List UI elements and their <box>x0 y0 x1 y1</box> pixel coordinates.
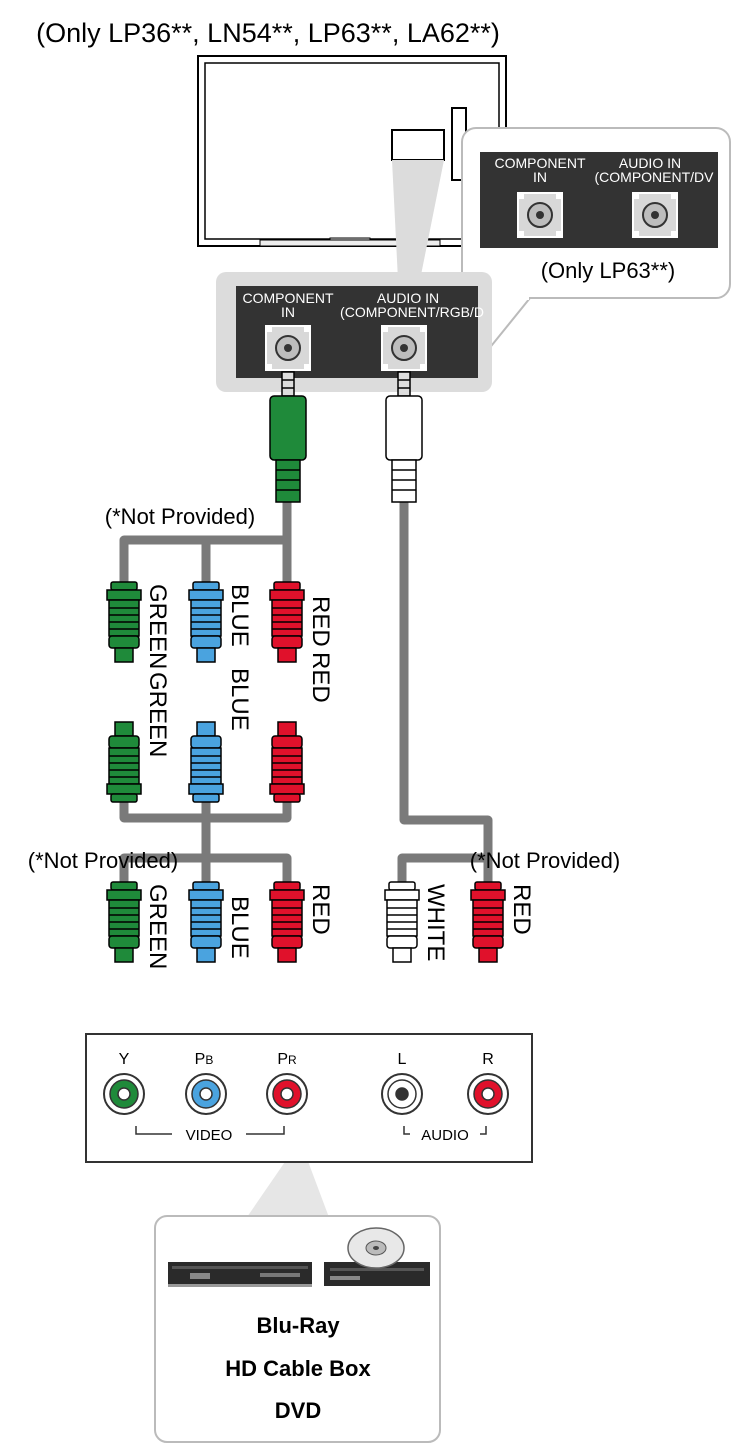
svg-text:PR: PR <box>277 1051 297 1068</box>
audio-label: AUDIO <box>421 1127 469 1144</box>
svg-text:PB: PB <box>195 1051 214 1068</box>
device-output-panel: Y PB PR L R <box>85 1033 533 1163</box>
upper-blue-plug <box>188 581 224 663</box>
mid-red-plug <box>269 721 305 803</box>
component-mini-plug <box>269 371 307 503</box>
tv-icon <box>197 55 507 247</box>
panel-component-label: COMPONENT <box>243 290 334 306</box>
not-provided-left: (*Not Provided) <box>28 848 178 873</box>
lower-white-plug <box>384 881 420 963</box>
video-bracket <box>135 1126 285 1135</box>
pb-sub-label: B <box>205 1053 213 1067</box>
callout-audio-sub-label: (COMPONENT/DV <box>595 169 715 185</box>
lower-green-label: GREEN <box>144 884 171 969</box>
callout-component-port-icon <box>517 192 563 238</box>
component-in-port-icon <box>265 325 311 371</box>
panel-audio-sub-label: (COMPONENT/RGB/D <box>340 304 484 320</box>
audio-wire <box>397 500 493 882</box>
not-provided-right: (*Not Provided) <box>470 848 620 873</box>
l-label: L <box>398 1051 407 1068</box>
mid-red-label: RED <box>307 652 334 703</box>
panel-audio-label: AUDIO IN <box>377 290 439 306</box>
r-jack-icon <box>467 1073 509 1115</box>
audio-bracket <box>403 1126 487 1135</box>
pr-jack-icon <box>266 1073 308 1115</box>
upper-red-plug <box>269 581 305 663</box>
upper-red-label: RED <box>307 596 334 647</box>
lower-red-audio-plug <box>470 881 506 963</box>
lower-red-audio-label: RED <box>508 884 535 935</box>
device-name-hd-cable-box: HD Cable Box <box>225 1356 371 1381</box>
port-callout-beam <box>392 160 444 280</box>
set-top-box-icon <box>168 1262 312 1287</box>
callout-audio-port-icon <box>632 192 678 238</box>
panel-component-in-label: IN <box>281 304 295 320</box>
component-wire <box>119 500 292 882</box>
mid-green-label: GREEN <box>144 672 171 757</box>
lower-red-plug <box>269 881 305 963</box>
pb-jack-icon <box>185 1073 227 1115</box>
callout-model-note: (Only LP63**) <box>541 258 676 283</box>
models-note: (Only LP36**, LN54**, LP63**, LA62**) <box>36 18 500 48</box>
callout-box: COMPONENT IN AUDIO IN (COMPONENT/DV (Onl… <box>461 127 731 353</box>
lower-blue-plug <box>188 881 224 963</box>
dvd-player-icon <box>324 1227 430 1286</box>
lower-blue-label: BLUE <box>226 896 253 959</box>
callout-component-label: COMPONENT <box>495 155 586 171</box>
callout-audio-label: AUDIO IN <box>619 155 681 171</box>
device-callout-beam <box>245 1140 330 1220</box>
audio-mini-plug <box>385 371 423 503</box>
pb-label: P <box>195 1051 206 1068</box>
y-label: Y <box>119 1051 130 1068</box>
upper-green-label: GREEN <box>144 584 171 669</box>
upper-blue-label: BLUE <box>226 584 253 647</box>
pr-label: P <box>277 1051 288 1068</box>
lower-green-plug <box>106 881 142 963</box>
video-label: VIDEO <box>186 1127 233 1144</box>
y-jack-icon <box>103 1073 145 1115</box>
l-jack-icon <box>381 1073 423 1115</box>
not-provided-upper: (*Not Provided) <box>105 504 255 529</box>
audio-in-port-icon <box>381 325 427 371</box>
lower-white-label: WHITE <box>422 884 449 961</box>
callout-component-in-label: IN <box>533 169 547 185</box>
tv-input-panel: COMPONENT IN AUDIO IN (COMPONENT/RGB/D <box>216 272 492 392</box>
mid-green-plug <box>106 721 142 803</box>
lower-red-label: RED <box>307 884 334 935</box>
mid-blue-label: BLUE <box>226 668 253 731</box>
devices-box: Blu-Ray HD Cable Box DVD <box>154 1215 441 1443</box>
r-label: R <box>482 1051 494 1068</box>
pr-sub-label: R <box>288 1053 297 1067</box>
mid-blue-plug <box>188 721 224 803</box>
device-name-dvd: DVD <box>275 1398 321 1423</box>
upper-green-plug <box>106 581 142 663</box>
device-name-bluray: Blu-Ray <box>256 1313 340 1338</box>
